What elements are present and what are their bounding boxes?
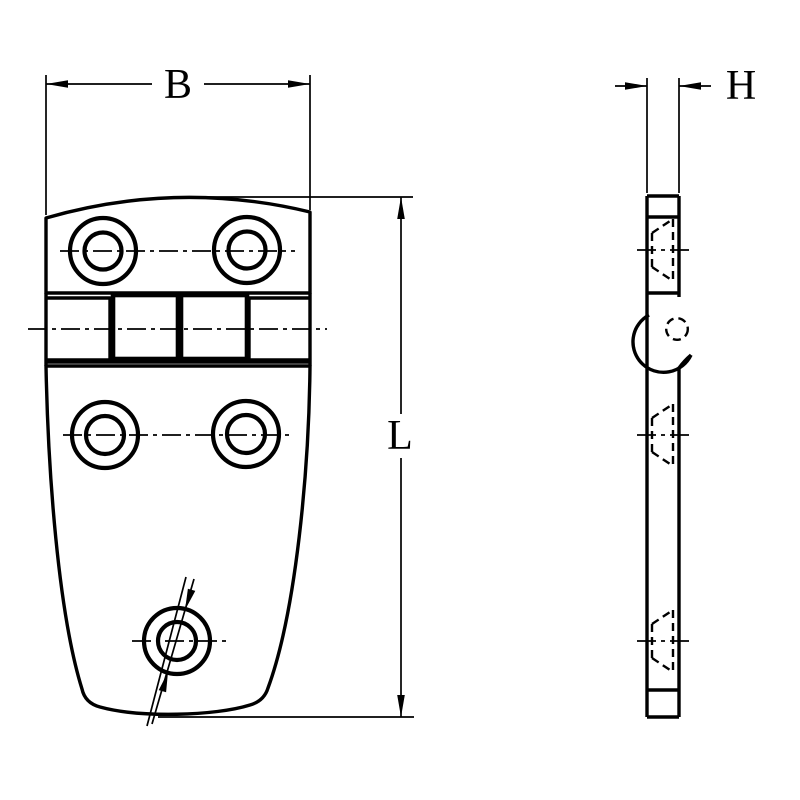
h-dimension-label: H <box>726 63 756 109</box>
b-arrow-right <box>288 80 310 88</box>
h-arrow-right <box>679 82 701 90</box>
l-arrow-bottom <box>397 695 405 717</box>
l-arrow-top <box>397 197 405 219</box>
hole-mid-right <box>210 398 282 470</box>
knuckle-lobe-fillet <box>677 353 693 369</box>
diameter-arrow-lower <box>158 672 168 693</box>
knuckle-segment-2 <box>110 292 181 362</box>
b-arrow-left <box>46 80 68 88</box>
countersink-cone-upper <box>651 403 674 419</box>
countersink-cone-lower <box>651 451 674 467</box>
pin-hole-hidden-circle <box>665 317 690 342</box>
hole-top-right <box>211 214 283 286</box>
countersink-cone-lower <box>651 266 674 282</box>
front-view-centerlines <box>28 250 327 642</box>
bottom-hole-diameter-annotation <box>146 576 196 727</box>
hole-countersink-circle <box>211 214 283 286</box>
countersink-cone-upper <box>651 218 674 234</box>
dimension-b: B <box>45 62 311 215</box>
hole-bore-circle <box>224 412 268 456</box>
side-view <box>631 194 693 719</box>
countersink-cone-lower <box>651 657 674 673</box>
countersink-cone-upper <box>651 609 674 625</box>
b-dimension-label: B <box>164 62 192 108</box>
h-arrow-left <box>625 82 647 90</box>
dimension-h: H <box>615 63 756 193</box>
hole-bore-circle <box>226 229 268 271</box>
side-countersink-top <box>637 218 690 282</box>
front-view <box>28 195 327 727</box>
dimension-l: L <box>158 196 414 718</box>
knuckle-segment-4 <box>247 296 310 362</box>
l-dimension-label: L <box>387 413 413 459</box>
side-countersink-middle <box>637 403 690 467</box>
diameter-axis-line <box>146 576 187 727</box>
hole-countersink-circle <box>210 398 282 470</box>
diameter-arrow-upper <box>185 588 196 610</box>
knuckle-segment-3 <box>178 292 250 362</box>
side-countersink-bottom <box>637 609 690 673</box>
